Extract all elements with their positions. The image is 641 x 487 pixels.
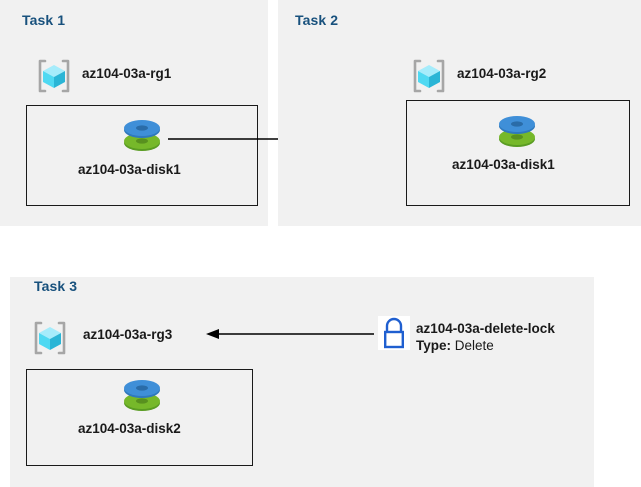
resource-group-label: az104-03a-rg1 xyxy=(82,66,172,81)
resource-group-icon xyxy=(409,56,449,96)
lock-type-key: Type: xyxy=(416,338,452,353)
task3-title: Task 3 xyxy=(34,278,78,294)
lock-name-label: az104-03a-delete-lock xyxy=(416,321,555,336)
disk-label: az104-03a-disk1 xyxy=(78,162,181,177)
resource-group-label: az104-03a-rg3 xyxy=(83,327,173,342)
lock-icon xyxy=(378,316,410,350)
lock-type-label: Type: Delete xyxy=(416,338,494,353)
managed-disk-icon xyxy=(494,112,540,154)
resource-group-label: az104-03a-rg2 xyxy=(457,66,547,81)
managed-disk-icon xyxy=(119,116,165,158)
disk-label: az104-03a-disk2 xyxy=(78,421,181,436)
disk-label: az104-03a-disk1 xyxy=(452,157,555,172)
resource-group-icon xyxy=(30,318,70,358)
lock-type-value: Delete xyxy=(454,338,494,353)
managed-disk-icon xyxy=(119,376,165,418)
task2-title: Task 2 xyxy=(295,12,339,28)
lock-applies-arrow xyxy=(206,329,374,339)
task1-title: Task 1 xyxy=(22,12,66,28)
resource-group-icon xyxy=(34,56,74,96)
